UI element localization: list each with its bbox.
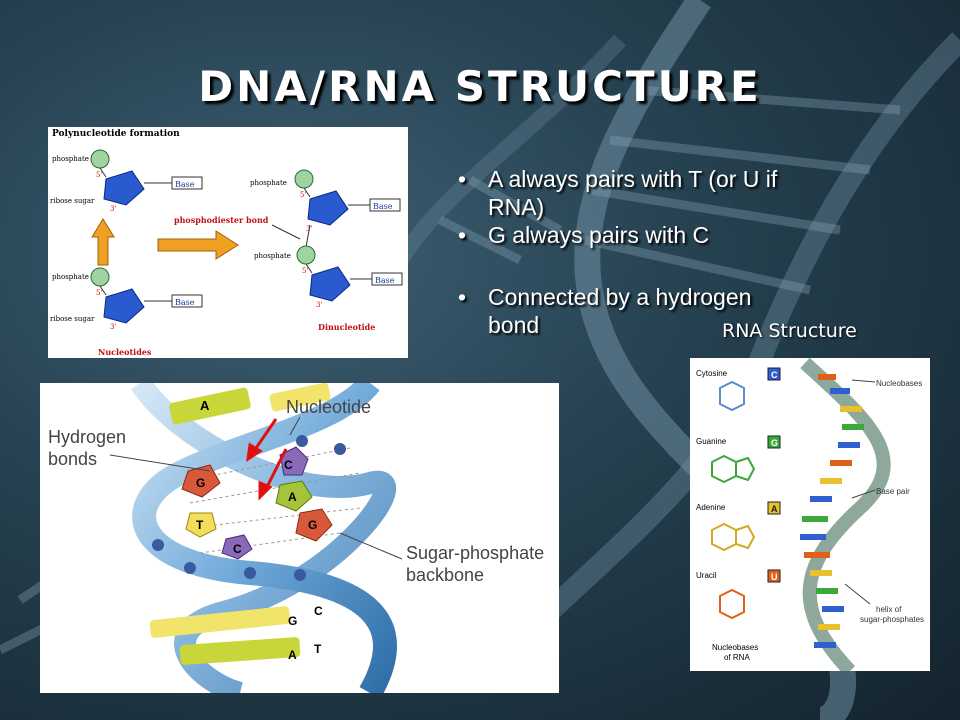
rna-structure-caption: RNA Structure <box>722 320 857 342</box>
right-arrow <box>157 230 239 260</box>
svg-text:A: A <box>771 504 778 514</box>
base-letter: A <box>200 398 210 413</box>
base-label-1: Base <box>175 180 195 189</box>
dna-helix-figure: A G C T A C G G C A T N <box>40 383 559 693</box>
slide-title: DNA/RNA STRUCTURE <box>198 62 762 111</box>
cytosine-base <box>221 534 253 560</box>
adenine-molecule <box>711 522 737 552</box>
phosphate-label-2: phosphate <box>52 273 89 281</box>
svg-text:G: G <box>308 518 317 532</box>
uracil-swatch <box>767 569 781 583</box>
phosphate-circle-3 <box>294 169 314 189</box>
hydrogen-bonds-label-line2: bonds <box>48 449 97 469</box>
sugar-pentagon-4 <box>309 266 351 302</box>
backbone-label-line2: backbone <box>406 565 484 585</box>
cytosine-base <box>279 446 309 476</box>
thymine-base <box>185 512 217 538</box>
hydrogen-bonds-label-line1: Hydrogen <box>48 427 126 447</box>
svg-text:3': 3' <box>110 323 116 331</box>
bullet-list: •A always pairs with T (or U if RNA) •G … <box>458 165 778 339</box>
rna-footer-line2: of RNA <box>724 653 750 662</box>
base-slab <box>179 637 301 665</box>
base-label-3: Base <box>373 202 393 211</box>
svg-text:A: A <box>288 490 297 504</box>
polynucleotide-figure: Polynucleotide formation Base phosphate … <box>48 127 408 358</box>
svg-text:A: A <box>288 648 297 662</box>
adenine-base <box>275 480 313 512</box>
backbone-label-line1: Sugar-phosphate <box>406 543 544 563</box>
sugar-pentagon-2 <box>103 288 145 324</box>
svg-text:C: C <box>314 604 323 618</box>
base-slab <box>169 387 251 425</box>
svg-text:U: U <box>771 572 778 582</box>
bullet-item: •A always pairs with T (or U if RNA) <box>458 166 778 220</box>
guanine-molecule <box>711 454 737 484</box>
guanine-base <box>295 508 333 542</box>
uracil-label: Uracil <box>696 571 717 580</box>
svg-text:G: G <box>196 476 205 490</box>
svg-text:T: T <box>314 642 322 656</box>
base-slab <box>269 383 331 412</box>
bullet-item: •G always pairs with C <box>458 222 710 248</box>
cytosine-molecule <box>719 380 745 412</box>
svg-text:G: G <box>771 438 778 448</box>
phosphodiester-label: phosphodiester bond <box>174 215 269 225</box>
phosphate-circle-1 <box>90 149 110 169</box>
svg-text:5': 5' <box>300 191 306 199</box>
poly-heading: Polynucleotide formation <box>52 129 180 139</box>
ribose-label-2: ribose sugar <box>50 315 95 323</box>
base-label-4: Base <box>375 276 395 285</box>
helix-callout-line2: sugar-phosphates <box>860 615 924 624</box>
guanine-base <box>181 464 221 498</box>
base-label-2: Base <box>175 298 195 307</box>
phosphate-label-4: phosphate <box>254 252 291 260</box>
base-pair-callout: Base pair <box>876 487 910 496</box>
phosphate-label-3: phosphate <box>250 179 287 187</box>
cytosine-swatch <box>767 367 781 381</box>
ribose-label-1: ribose sugar <box>50 197 95 205</box>
svg-text:5': 5' <box>96 289 102 297</box>
svg-text:C: C <box>771 370 778 380</box>
svg-text:C: C <box>284 458 293 472</box>
svg-text:5': 5' <box>96 171 102 179</box>
up-arrow <box>91 218 115 266</box>
cytosine-label: Cytosine <box>696 369 728 378</box>
rna-structure-figure: Nucleobases Base pair helix of sugar-pho… <box>690 358 930 671</box>
svg-text:T: T <box>196 518 204 532</box>
phosphate-circle-4 <box>296 245 316 265</box>
svg-text:5': 5' <box>302 267 308 275</box>
phosphate-circle-2 <box>90 267 110 287</box>
svg-text:3': 3' <box>316 301 322 309</box>
phosphate-label-1: phosphate <box>52 155 89 163</box>
sugar-pentagon-3 <box>307 190 349 226</box>
adenine-swatch <box>767 501 781 515</box>
base-slab <box>149 606 291 638</box>
backbone-strand-2 <box>132 383 397 693</box>
svg-text:3': 3' <box>110 205 116 213</box>
helix-callout-line1: helix of <box>876 605 902 614</box>
nucleobases-callout: Nucleobases <box>876 379 922 388</box>
svg-text:G: G <box>288 614 297 628</box>
guanine-swatch <box>767 435 781 449</box>
dinucleotide-label: Dinucleotide <box>318 322 375 332</box>
sugar-pentagon-1 <box>103 170 145 206</box>
bullet-item: •Connected by a hydrogen bond <box>458 284 752 338</box>
nucleotides-label: Nucleotides <box>98 347 152 357</box>
guanine-label: Guanine <box>696 437 727 446</box>
rna-footer-line1: Nucleobases <box>712 643 758 652</box>
nucleotide-label: Nucleotide <box>286 397 371 417</box>
svg-text:C: C <box>233 542 242 556</box>
adenine-label: Adenine <box>696 503 726 512</box>
uracil-molecule <box>719 588 745 620</box>
